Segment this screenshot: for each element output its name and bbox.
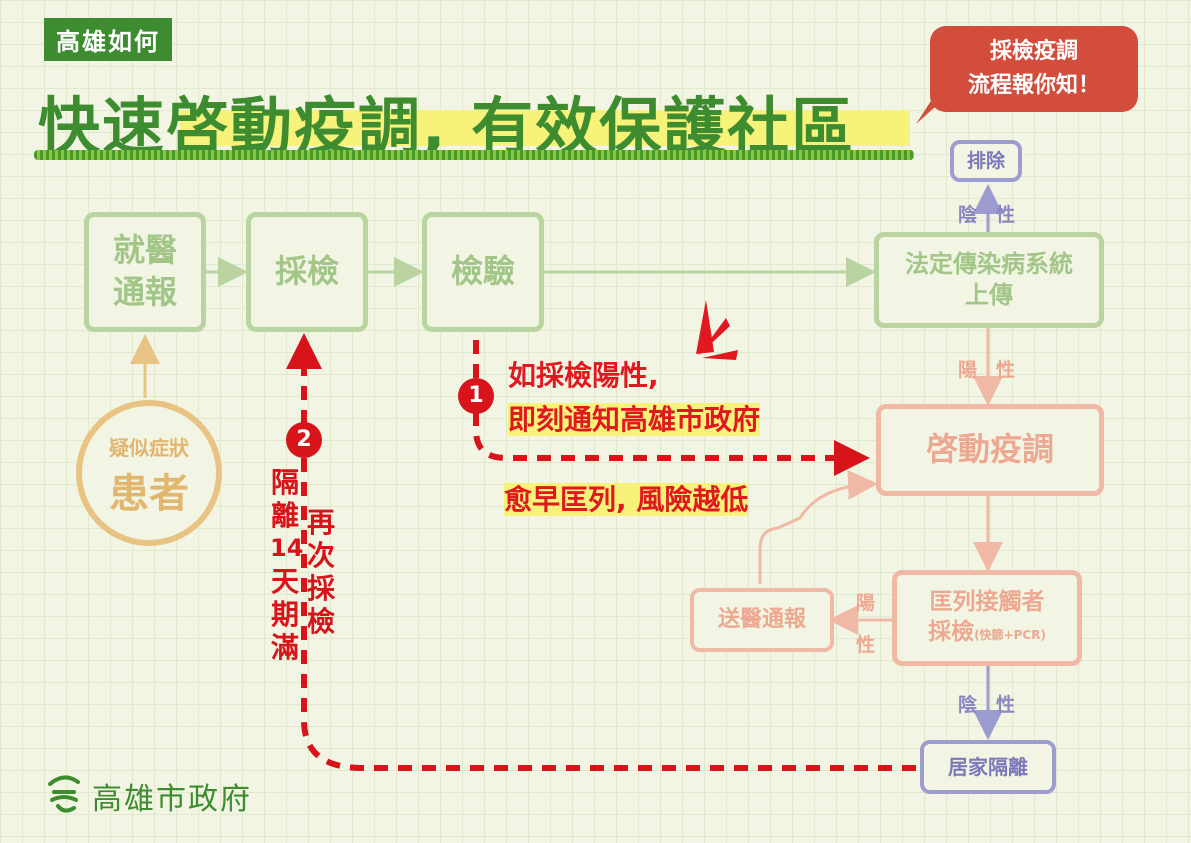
c2b-3: 檢	[306, 605, 335, 638]
callout-2-col2: 再 次 採 檢	[306, 506, 336, 638]
node-patient-line1: 疑似症狀	[109, 436, 189, 460]
label-negative-top-2: 性	[996, 204, 1016, 226]
node-home-isolation: 居家隔離	[920, 740, 1056, 794]
header-tag: 高雄如何	[44, 18, 172, 61]
c2a-4: 期	[270, 598, 299, 631]
red-dashed-path-2	[286, 333, 916, 771]
node-testing: 檢驗	[422, 212, 544, 332]
node-upload-line2: 上傳	[965, 281, 1013, 309]
callout-1-line2-wrap: 即刻通知高雄市政府	[508, 398, 761, 438]
label-negative-top-1: 陰	[958, 204, 978, 226]
node-start-investigation: 啓動疫調	[876, 404, 1104, 496]
node-upload: 法定傳染病系統上傳	[874, 232, 1104, 328]
node-hospital-report: 送醫通報	[690, 588, 834, 652]
callout-1-line1: 如採檢陽性,	[508, 359, 659, 392]
callout-1-line2: 即刻通知高雄市政府	[508, 403, 761, 436]
callout-2-col1: 隔 離 14 天 期 滿	[270, 466, 304, 664]
label-positive-mid-2: 性	[996, 359, 1016, 381]
label-negative-bottom-1: 陰	[958, 694, 978, 716]
node-medical-report-line1: 就醫	[112, 231, 177, 270]
headline-highlight	[180, 110, 910, 146]
callout-1-line3: 愈早匡列, 風險越低	[504, 483, 749, 516]
node-upload-line1: 法定傳染病系統	[905, 249, 1073, 278]
callout-2-number: 2	[286, 422, 322, 458]
c2a-1: 離	[270, 499, 299, 532]
bubble-tail	[916, 90, 954, 124]
node-patient: 疑似症狀 患者	[76, 400, 222, 546]
c2b-2: 採	[306, 572, 335, 605]
label-negative-bottom-2: 性	[996, 694, 1016, 716]
node-patient-line2: 患者	[109, 471, 189, 517]
label-positive-side-1: 陽	[856, 592, 876, 614]
c2a-0: 隔	[270, 466, 299, 499]
label-positive-mid-1: 陽	[958, 359, 978, 381]
node-contacts-line1: 匡列接觸者	[929, 589, 1045, 616]
c2a-2: 14	[270, 534, 304, 562]
node-exclude: 排除	[950, 140, 1022, 182]
c2a-3: 天	[270, 565, 299, 598]
bubble-line1: 採檢疫調	[989, 39, 1078, 64]
node-medical-report: 就醫通報	[84, 212, 206, 332]
node-contacts: 匡列接觸者 採檢(快篩+PCR)	[892, 570, 1082, 666]
speech-bubble: 採檢疫調 流程報你知！	[930, 26, 1138, 112]
node-contacts-line2: 採檢	[928, 619, 975, 645]
callout-1-number: 1	[458, 378, 494, 414]
label-positive-side-2: 性	[856, 634, 876, 656]
bubble-line2: 流程報你知！	[967, 73, 1100, 98]
edge-hospital-investigation	[758, 469, 878, 584]
node-contacts-note: (快篩+PCR)	[974, 628, 1046, 642]
kaohsiung-logo-icon	[48, 775, 80, 813]
c2a-5: 滿	[270, 631, 299, 664]
node-medical-report-line2: 通報	[112, 273, 177, 311]
footer-org-name: 高雄市政府	[92, 782, 252, 817]
node-sampling: 採檢	[246, 212, 368, 332]
c2b-0: 再	[306, 506, 335, 539]
grass-underline	[34, 150, 914, 160]
callout-1-line3-wrap: 愈早匡列, 風險越低	[504, 478, 749, 518]
c2b-1: 次	[306, 539, 335, 572]
alert-burst	[696, 300, 738, 360]
